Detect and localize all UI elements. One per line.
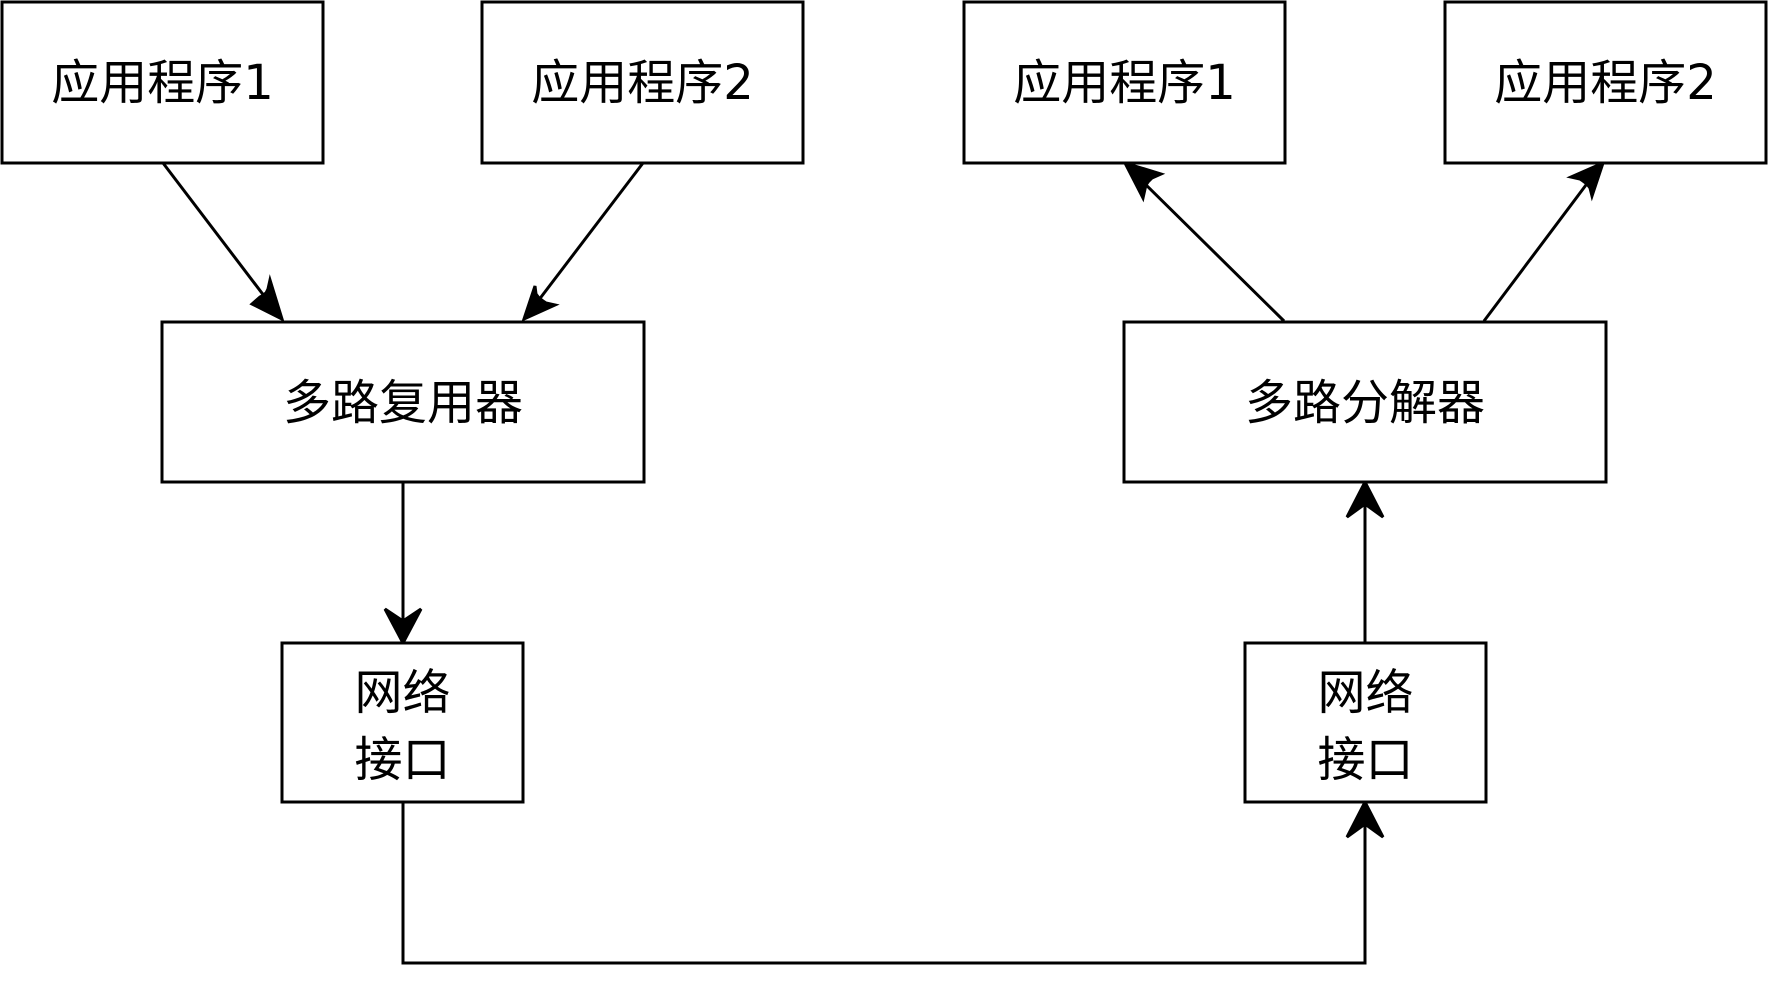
node-box: [1243, 641, 1488, 804]
arrowhead-into-app2-right: [1566, 160, 1606, 202]
node-app2-right: 应用程序2: [1443, 0, 1768, 165]
edges: [161, 160, 1606, 965]
edge-app2-left-to-mux: [533, 162, 645, 306]
edge-app1-left-to-mux: [161, 162, 273, 306]
node-box: [1122, 320, 1608, 484]
node-box: [480, 0, 805, 165]
node-label: 应用程序2: [1494, 55, 1717, 111]
arrowhead-into-mux-from-app2: [521, 285, 560, 322]
node-demultiplexer: 多路分解器: [1122, 320, 1608, 484]
node-app1-right: 应用程序1: [962, 0, 1287, 165]
node-label-line-2: 接口: [354, 732, 450, 788]
edge-demux-to-app1-right: [1136, 175, 1286, 323]
arrowhead-into-demux: [1345, 478, 1385, 519]
node-network-interface-left: 网络 接口: [280, 641, 525, 804]
node-label: 多路复用器: [283, 375, 523, 431]
node-box: [160, 320, 646, 484]
node-label-line-1: 网络: [1317, 665, 1413, 721]
node-label: 应用程序1: [1013, 55, 1236, 111]
node-label: 应用程序2: [531, 55, 754, 111]
node-box: [0, 0, 325, 165]
node-app1-left: 应用程序1: [0, 0, 325, 165]
node-label: 应用程序1: [51, 55, 274, 111]
node-box: [962, 0, 1287, 165]
node-label-line-1: 网络: [354, 665, 450, 721]
arrowhead-into-mux-from-app1: [249, 274, 285, 322]
arrowhead-into-netif-right: [1345, 798, 1385, 839]
arrowhead-into-app1-right: [1122, 160, 1166, 203]
node-box: [1443, 0, 1768, 165]
arrowhead-into-netif-left: [383, 607, 423, 647]
node-multiplexer: 多路复用器: [160, 320, 646, 484]
edge-demux-to-app2-right: [1482, 176, 1594, 322]
node-network-interface-right: 网络 接口: [1243, 641, 1488, 804]
node-app2-left: 应用程序2: [480, 0, 805, 165]
node-label: 多路分解器: [1245, 375, 1485, 431]
edge-netif-left-to-netif-right: [401, 802, 1367, 965]
node-box: [280, 641, 525, 804]
node-label-line-2: 接口: [1317, 732, 1413, 788]
